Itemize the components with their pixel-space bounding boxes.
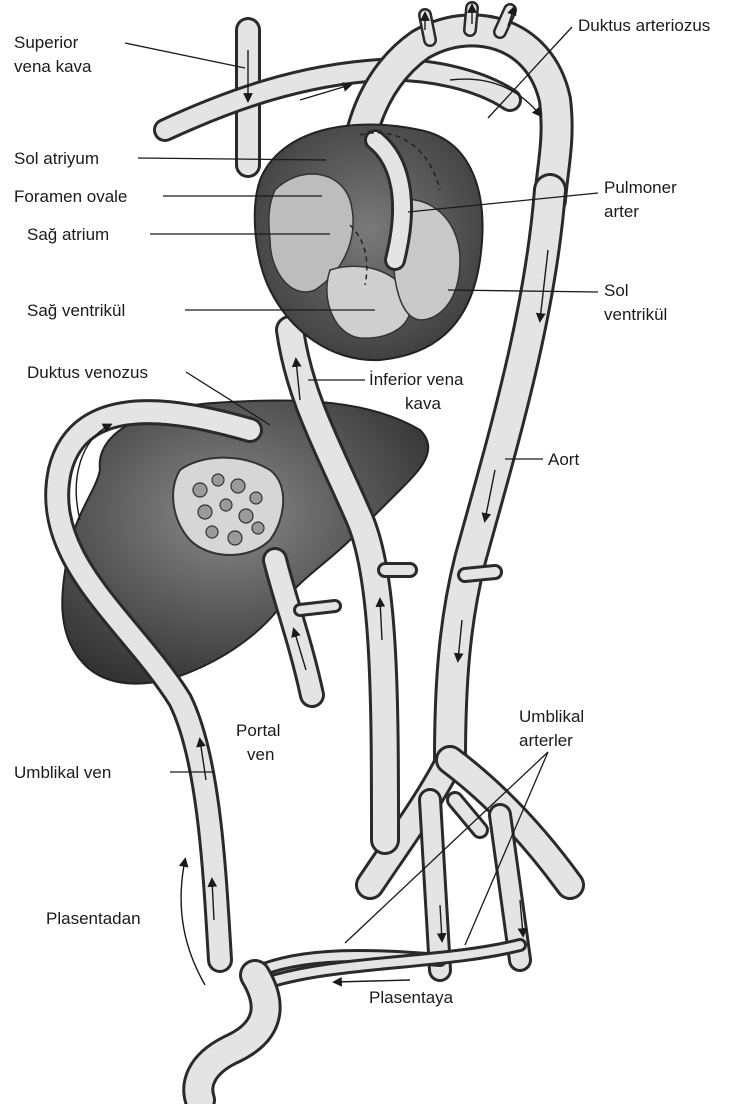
label-umbilical-arteries-2: arterler [519, 731, 573, 750]
label-foramen-ovale: Foramen ovale [14, 187, 127, 206]
label-superior-vena-cava-2: vena kava [14, 57, 92, 76]
label-to-placenta: Plasentaya [369, 988, 454, 1007]
label-inferior-vena-cava-1: İnferior vena [369, 370, 464, 389]
label-umbilical-arteries-1: Umblikal [519, 707, 584, 726]
label-superior-vena-cava-1: Superior [14, 33, 79, 52]
label-right-ventricle: Sağ ventrikül [27, 301, 125, 320]
label-ductus-venosus: Duktus venozus [27, 363, 148, 382]
label-pulmonary-artery-2: arter [604, 202, 639, 221]
label-aorta: Aort [548, 450, 579, 469]
label-umbilical-vein: Umblikal ven [14, 763, 111, 782]
label-right-atrium: Sağ atrium [27, 225, 109, 244]
label-left-ventricle-2: ventrikül [604, 305, 667, 324]
label-ductus-arteriosus: Duktus arteriozus [578, 16, 710, 35]
label-inferior-vena-cava-2: kava [405, 394, 441, 413]
label-pulmonary-artery-1: Pulmoner [604, 178, 677, 197]
label-left-atrium: Sol atriyum [14, 149, 99, 168]
label-portal-vein-1: Portal [236, 721, 280, 740]
label-left-ventricle-1: Sol [604, 281, 629, 300]
label-from-placenta: Plasentadan [46, 909, 141, 928]
label-portal-vein-2: ven [247, 745, 274, 764]
